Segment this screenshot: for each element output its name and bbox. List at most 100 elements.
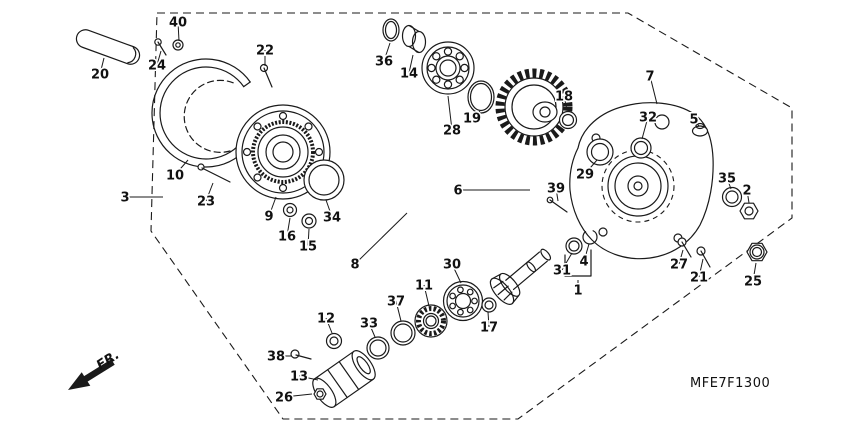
- part-label-20[interactable]: 20: [89, 66, 110, 84]
- part-label-1[interactable]: 1: [572, 282, 584, 300]
- leader-line-13: [298, 375, 319, 381]
- part-label-29[interactable]: 29: [574, 166, 595, 184]
- part-label-13[interactable]: 13: [288, 368, 309, 386]
- part-label-34[interactable]: 34: [321, 209, 342, 227]
- leader-line-4: [583, 243, 590, 262]
- part-label-27[interactable]: 27: [668, 256, 689, 274]
- part-17-ring: [481, 297, 497, 313]
- part-callouts: 4024202236142819187532102339161534862939…: [89, 14, 763, 407]
- part-label-18[interactable]: 18: [553, 88, 574, 106]
- leader-line-7: [649, 75, 658, 105]
- leader-line-16: [286, 217, 291, 237]
- part-15-cap: [301, 213, 317, 229]
- leader-line-5: [693, 118, 700, 127]
- part-label-4[interactable]: 4: [578, 253, 590, 271]
- leader-line-33: [368, 322, 376, 338]
- part-5-cap: [691, 122, 709, 137]
- leader-line-10: [174, 159, 189, 176]
- part-35-oring: [721, 186, 743, 208]
- part-label-7[interactable]: 7: [644, 68, 656, 86]
- part-label-26[interactable]: 26: [273, 389, 294, 407]
- part-label-21[interactable]: 21: [688, 269, 709, 287]
- part-label-11[interactable]: 11: [413, 277, 434, 295]
- part-40-washer: [172, 39, 184, 51]
- part-label-37[interactable]: 37: [385, 293, 406, 311]
- part-label-24[interactable]: 24: [146, 57, 167, 75]
- leader-line-17: [487, 311, 490, 328]
- part-label-2[interactable]: 2: [741, 182, 753, 200]
- fr-arrow: FR.: [68, 348, 122, 390]
- leader-line-24: [156, 50, 162, 66]
- part-label-28[interactable]: 28: [441, 122, 462, 140]
- leader-line-26: [283, 393, 313, 398]
- part-label-25[interactable]: 25: [742, 273, 763, 291]
- leader-line-28: [447, 95, 453, 131]
- part-label-16[interactable]: 16: [276, 228, 297, 246]
- part-label-3[interactable]: 3: [119, 189, 131, 207]
- part-18-ring: [558, 110, 578, 130]
- part-16-collar: [282, 202, 298, 218]
- ring-gear: [495, 68, 573, 146]
- part-label-32[interactable]: 32: [637, 109, 658, 127]
- part-label-33[interactable]: 33: [358, 315, 379, 333]
- part-label-5[interactable]: 5: [688, 111, 700, 129]
- part-label-8[interactable]: 8: [349, 256, 361, 274]
- leader-line-18: [563, 95, 568, 111]
- part-label-35[interactable]: 35: [716, 170, 737, 188]
- part-33-ring: [366, 336, 390, 360]
- part-37-ring: [390, 320, 416, 346]
- part-label-6[interactable]: 6: [452, 182, 464, 200]
- leader-line-19: [471, 110, 481, 119]
- leader-line-11: [423, 284, 430, 307]
- leader-line-12: [325, 317, 333, 334]
- part-label-14[interactable]: 14: [398, 65, 419, 83]
- part-4-snap-ring: [582, 229, 598, 245]
- part-label-9[interactable]: 9: [263, 208, 275, 226]
- part-23-stud: [197, 163, 231, 183]
- leader-line-15: [307, 228, 310, 247]
- part-label-12[interactable]: 12: [315, 310, 336, 328]
- part-25-nut: [746, 242, 768, 262]
- part-19-oring: [467, 80, 495, 114]
- part-label-19[interactable]: 19: [461, 110, 482, 128]
- leader-line-8: [354, 212, 408, 265]
- part-27-screw: [677, 237, 692, 258]
- part-30-bearing: [442, 280, 484, 322]
- part-22-bolt: [259, 63, 273, 88]
- part-24-screw: [154, 38, 167, 56]
- leader-line-32: [641, 116, 649, 140]
- leader-line-37: [395, 300, 402, 322]
- boundary-dashed-outline: [150, 12, 793, 420]
- part-label-40[interactable]: 40: [167, 14, 188, 32]
- part-38-screw: [290, 349, 312, 360]
- part-label-22[interactable]: 22: [254, 42, 275, 60]
- part-31-washer: [565, 237, 583, 255]
- leader-line-40: [177, 21, 180, 42]
- leader-line-34: [325, 199, 333, 218]
- part-28-bearing: [421, 41, 475, 95]
- part-label-31[interactable]: 31: [551, 262, 572, 280]
- leader-line-30: [451, 263, 462, 284]
- part-label-10[interactable]: 10: [164, 167, 185, 185]
- part-34-ring: [303, 159, 345, 201]
- part-label-17[interactable]: 17: [478, 319, 499, 337]
- part-14-collar: [401, 24, 427, 54]
- part-39-stud: [546, 196, 568, 213]
- leader-line-23: [205, 182, 214, 202]
- part-13-joint-cylinder: [312, 350, 376, 408]
- leader-line-35: [726, 177, 732, 190]
- part-label-15[interactable]: 15: [297, 238, 318, 256]
- part-label-36[interactable]: 36: [373, 53, 394, 71]
- part-label-38[interactable]: 38: [265, 348, 286, 366]
- part-label-30[interactable]: 30: [441, 256, 462, 274]
- part-26-bolt: [313, 388, 327, 400]
- part-29-bearing: [586, 138, 614, 166]
- leader-line-20: [99, 57, 105, 75]
- leader-line-27: [678, 249, 684, 265]
- part-label-39[interactable]: 39: [545, 180, 566, 198]
- part-label-23[interactable]: 23: [195, 193, 216, 211]
- diagram-code: MFE7F1300: [690, 376, 770, 391]
- leader-line-2: [746, 189, 750, 204]
